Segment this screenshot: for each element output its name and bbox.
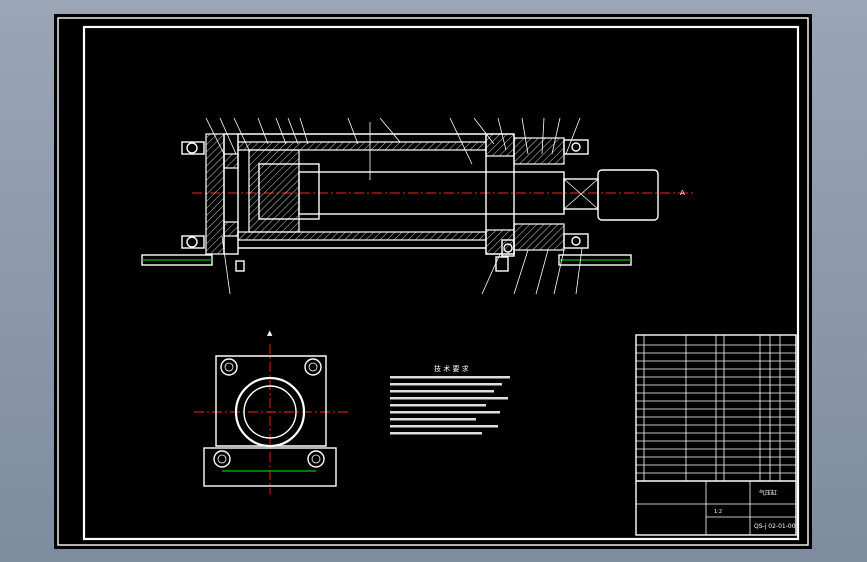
end-plate xyxy=(215,355,327,447)
title-block-drawing-no: QS-j 02-01-00 xyxy=(754,523,796,530)
title-block-scale: 1:2 xyxy=(714,509,722,515)
cylinder-section-view: A xyxy=(141,117,694,295)
left-end-cap xyxy=(205,133,225,255)
section-label: A xyxy=(680,189,685,197)
title-block-name: 气压缸 xyxy=(759,489,777,497)
barrel-bottom-wall xyxy=(237,231,487,241)
end-view-base xyxy=(203,447,337,487)
technical-requirements: 技 术 要 求 xyxy=(390,364,510,435)
barrel-top-wall xyxy=(237,141,487,151)
svg-text:▲: ▲ xyxy=(267,329,273,337)
inner-frame xyxy=(82,25,800,541)
end-bore-outer xyxy=(234,376,306,448)
cad-viewport[interactable]: A ▲ xyxy=(54,14,812,549)
rod-end-clevis xyxy=(597,169,659,221)
outer-frame xyxy=(57,17,809,546)
end-view: ▲ xyxy=(194,329,350,494)
tech-req-title: 技 术 要 求 xyxy=(434,364,469,373)
end-bore-inner xyxy=(243,385,297,439)
assembly-drawing: A ▲ xyxy=(57,17,809,546)
parts-list: 气压缸 1:2 QS-j 02-01-00 xyxy=(635,334,797,536)
leader-lines xyxy=(205,117,583,295)
